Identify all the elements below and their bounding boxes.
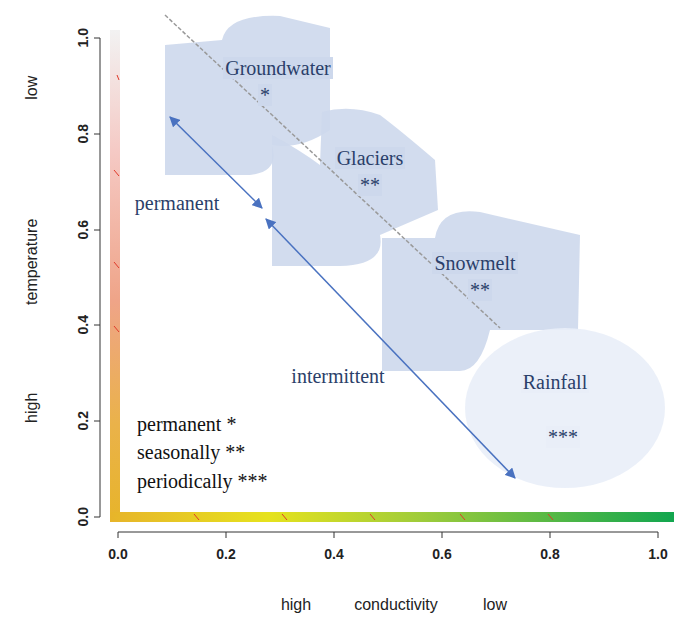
tick-label: 0.6 (76, 220, 91, 239)
temperature-bar (110, 30, 120, 522)
frequency-mark: * (258, 84, 272, 106)
arrow-label: permanent (135, 192, 219, 214)
tick-label: 0.2 (216, 547, 235, 562)
frequency-mark: ** (468, 279, 492, 301)
axis-title: low (23, 76, 41, 100)
arrow-label: intermittent (291, 365, 384, 387)
tick-label: 0.8 (540, 547, 559, 562)
source-region: Rainfall *** (463, 326, 667, 490)
tick-label: 0.2 (76, 411, 91, 430)
trend-line (165, 15, 500, 328)
tick-label: 0.4 (324, 547, 343, 562)
legend-text: permanent * (137, 413, 236, 435)
source-name: Snowmelt (432, 252, 517, 274)
source-name: Glaciers (335, 147, 406, 169)
tick-label: 1.0 (648, 547, 667, 562)
tick-label: 0.8 (76, 124, 91, 143)
tick-label: 0.0 (76, 507, 91, 526)
axis-title: conductivity (354, 596, 438, 614)
frequency-mark: ** (358, 174, 382, 196)
legend-text: periodically *** (137, 470, 268, 492)
axis-title: low (483, 596, 507, 614)
legend-text: seasonally ** (137, 441, 245, 463)
range-arrow (266, 219, 515, 478)
axis-title: high (23, 393, 41, 423)
tick-label: 1.0 (76, 28, 91, 47)
conductivity-bar (110, 512, 674, 522)
tick-label: 0.6 (432, 547, 451, 562)
source-name: Rainfall (521, 371, 589, 393)
axis-title: temperature (23, 219, 41, 305)
axis-title: high (281, 596, 311, 614)
tick-label: 0.0 (108, 547, 127, 562)
frequency-mark: *** (546, 426, 580, 448)
region-shape (463, 326, 667, 490)
tick-label: 0.4 (76, 315, 91, 334)
source-name: Groundwater (223, 57, 333, 79)
